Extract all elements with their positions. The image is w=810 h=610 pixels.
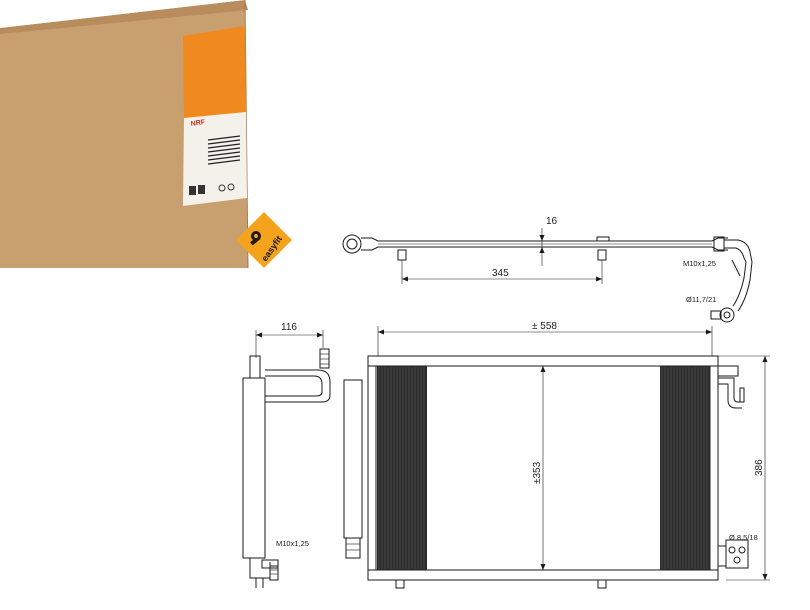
core-fin-hatch <box>378 367 708 569</box>
dim-port-diameter-bottom: Ø 8,5/18 <box>729 533 758 542</box>
top-view: 16 345 M10x1,25 Ø11,7/21 <box>342 216 753 323</box>
dim-port-diameter-top: Ø11,7/21 <box>686 295 716 304</box>
dim-side-depth: 116 <box>281 322 297 333</box>
core-fins-left <box>377 366 427 570</box>
dim-overall-width: ± 558 <box>532 321 557 332</box>
package-brand-logo: NRF <box>190 119 206 128</box>
front-view: ± 558 ±353 <box>343 321 770 589</box>
wrench-icon <box>250 231 261 246</box>
dim-overall-height: 386 <box>754 459 765 476</box>
package-orange-label <box>183 26 246 120</box>
package-barcode <box>207 135 241 165</box>
dim-pipe-thickness: 16 <box>546 216 558 227</box>
dim-thread-top: M10x1,25 <box>683 259 716 268</box>
side-view: 116 M10x1,25 <box>242 322 331 588</box>
dim-thread-side: M10x1,25 <box>276 539 309 548</box>
nrf-package-box: NRF <box>0 0 249 269</box>
package-cert-icons <box>189 183 235 195</box>
dim-bracket-spacing: 345 <box>492 268 509 279</box>
core-fins-right <box>660 366 710 570</box>
dim-core-height: ±353 <box>532 461 543 484</box>
